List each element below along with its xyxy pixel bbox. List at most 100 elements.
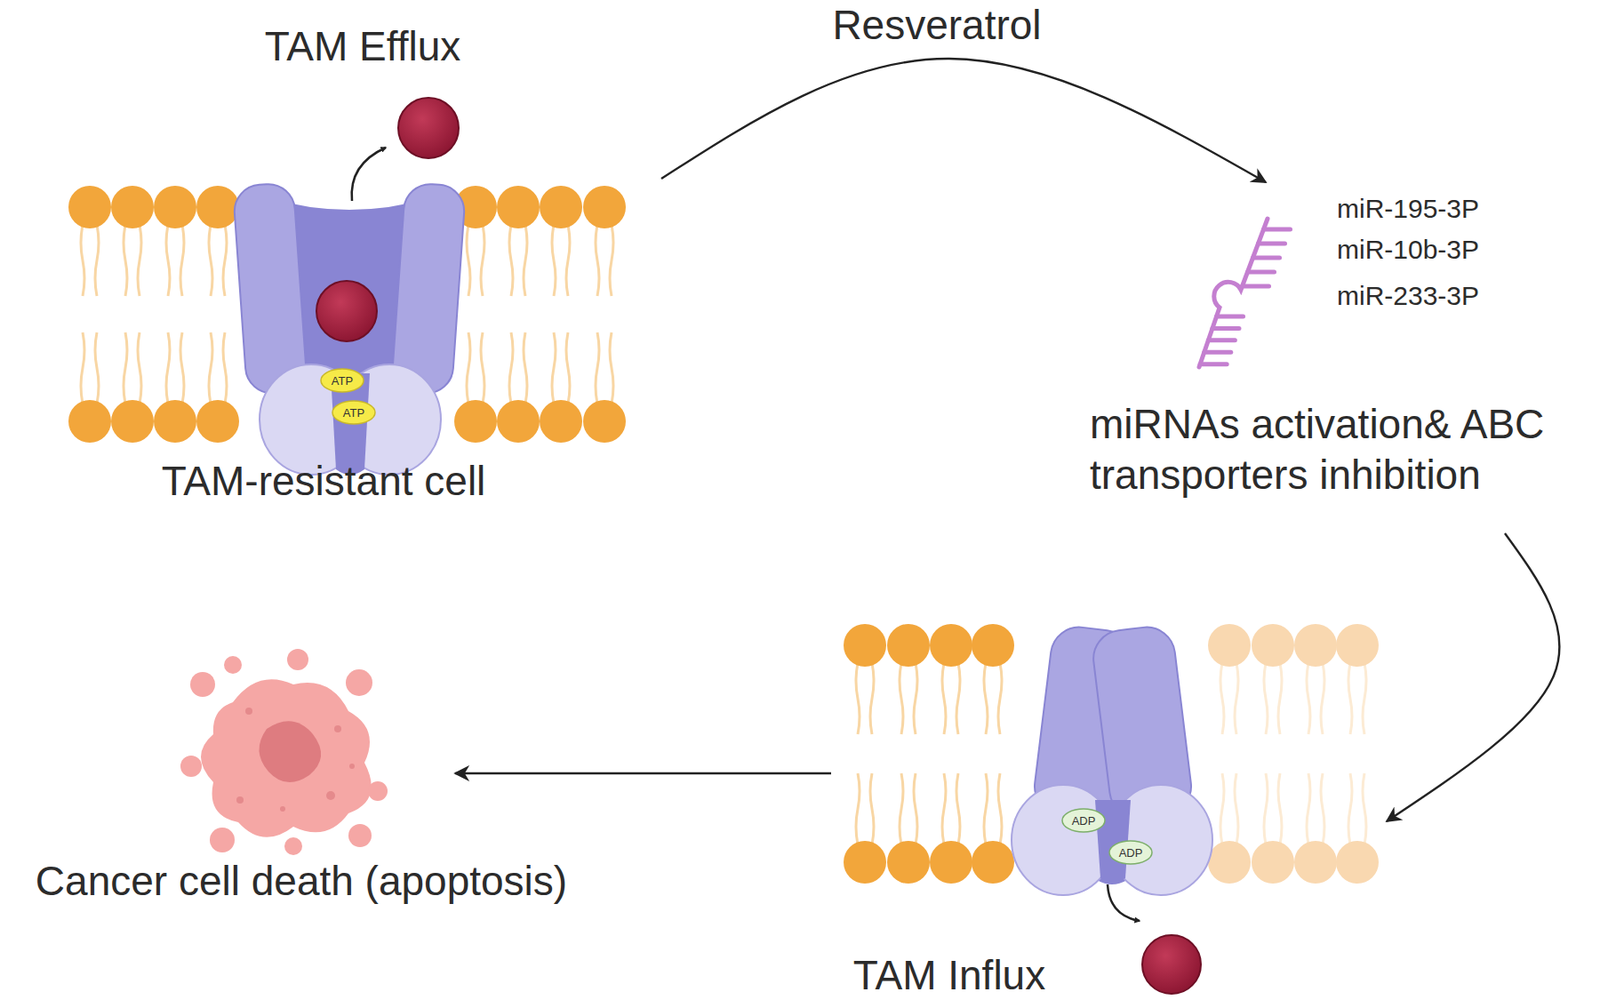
lipid-head [496,400,540,443]
lipid-tail [1220,663,1224,735]
lipid-head [887,624,930,667]
lipid-head [1251,840,1295,884]
lipid-tail [1278,773,1282,845]
lipid-head [1208,624,1251,667]
mirna-base [1242,284,1270,289]
lipid-tail [1234,773,1239,845]
mirna-base [1208,337,1235,343]
lipid-tail [223,332,227,404]
mechanism-label: miRNAs activation& ABC transporters inhi… [1089,399,1588,501]
lipid-tail [899,663,904,735]
lipid-tail [856,663,860,735]
lipid-tail [137,332,142,404]
lipid-head [111,185,154,229]
mirna-base [1248,270,1275,275]
lipid-tail [180,224,184,296]
lipid-tail [870,663,874,735]
process-arrow [455,772,832,775]
lipid-head [153,400,197,443]
lipid-tail [913,663,918,735]
lipid-head [929,840,973,884]
lipid-tail [998,773,1002,845]
lipid-tail [942,773,946,845]
abc-transporter-part [1142,935,1201,994]
lipid-head [1336,624,1379,667]
lipid-head [929,624,973,667]
apoptotic-cell-part [209,827,235,853]
mirna-base [1204,350,1232,355]
cell-label: TAM-resistant cell [161,457,487,504]
lipid-tail [566,332,570,404]
apoptotic-cell-part [287,648,309,671]
lipid-tail [899,773,904,845]
mirna-base [1212,326,1240,331]
edge-label: Resveratrol [828,3,1045,47]
lipid-tail [913,773,918,845]
lipid-tail [123,332,128,404]
apoptotic-cell-part [190,672,216,697]
apoptotic-cell-part [180,755,202,777]
outcome-label: Cancer cell death (apoptosis) [35,857,568,904]
lipid-tail [166,224,170,296]
lipid-tail [1306,663,1311,735]
mirna-panel: miR-195-3PmiR-10b-3PmiR-233-3PmiRNAs act… [1080,182,1592,534]
abc-transporter-part [352,147,386,201]
process-arrow [661,58,1266,183]
abc-transporter-part [1107,884,1140,921]
abc-transporter-part [1062,808,1105,832]
nucleotide-label: ADP [1072,814,1096,828]
lipid-bilayer [68,185,626,443]
lipid-tail [1362,663,1367,735]
lipid-tail [95,224,99,296]
apoptotic-cell-part [334,725,342,733]
lipid-tail [552,224,556,296]
lipid-tail [998,663,1002,735]
lipid-bilayer [843,624,1379,884]
apoptosis-panel: Cancer cell death (apoptosis) [177,640,456,854]
apoptotic-cell-part [280,806,286,812]
apoptotic-cell [180,648,388,856]
lipid-head [971,840,1015,884]
apoptotic-cell-part [345,669,373,696]
lipid-tail [480,224,485,296]
lipid-tail [466,224,471,296]
lipid-tail [95,332,99,404]
lipid-tail [1278,663,1282,735]
abc-transporter [232,97,466,475]
lipid-tail [856,773,860,845]
lipid-head [196,185,240,229]
lipid-head [1294,624,1337,667]
resistant-cell-panel: TAM EffluxTAM-resistant cell [53,13,662,520]
lipid-head [496,185,540,229]
influx-label: TAM Influx [853,954,1046,996]
apoptotic-cell-part [348,824,372,848]
mirna-base [1253,256,1280,261]
mirna-base [1200,361,1227,367]
apoptotic-cell-part [224,656,242,674]
lipid-tail [223,224,227,296]
lipid-tail [609,224,614,296]
lipid-tail [208,332,213,404]
lipid-tail [1306,773,1311,845]
mirna-name: miR-10b-3P [1336,234,1480,265]
lipid-tail [466,332,471,404]
lipid-tail [552,332,556,404]
abc-transporter-part [320,368,364,392]
lipid-tail [984,663,988,735]
apoptotic-cell-part [349,763,355,769]
lipid-tail [80,224,85,296]
lipid-head [539,400,583,443]
process-arrow [1386,533,1560,822]
lipid-tail [1348,773,1352,845]
mirna-icon-part [1200,229,1290,365]
apoptotic-cell-part [245,707,253,715]
lipid-tail [180,332,184,404]
apoptotic-cell-part [200,679,372,838]
mirna-base [1216,314,1244,320]
apoptotic-cell-part [258,720,321,783]
lipid-tail [984,773,988,845]
lipid-tail [137,224,142,296]
lipid-tail [1320,773,1325,845]
abc-transporter [1011,624,1213,994]
